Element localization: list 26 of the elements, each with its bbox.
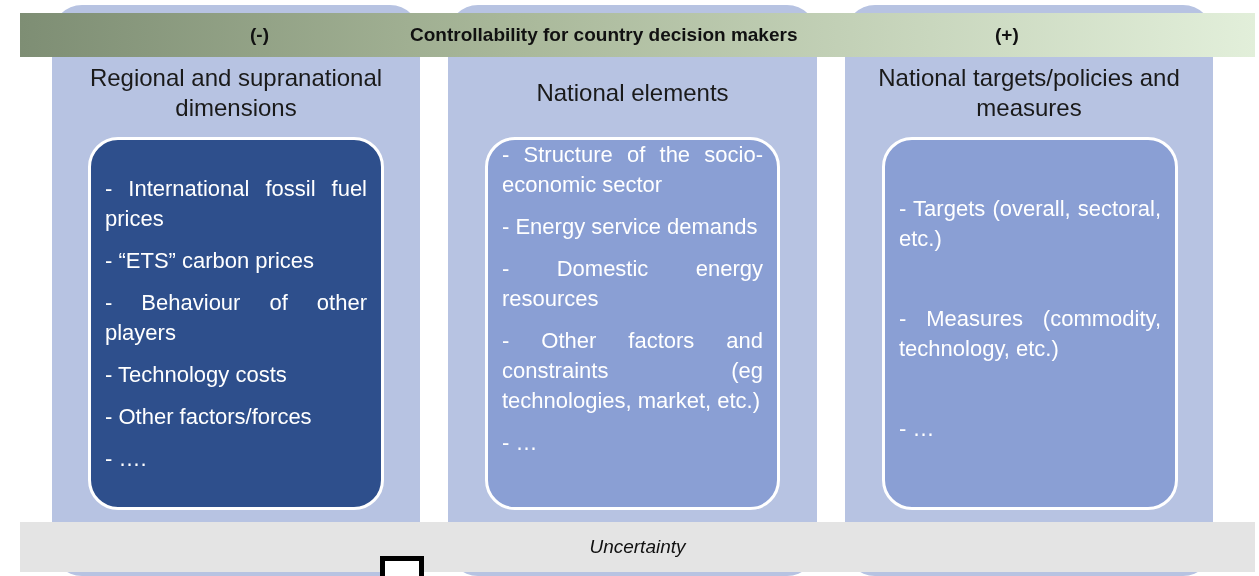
list-item: - Targets (overall, sectoral, etc.) (899, 195, 1161, 253)
column-heading: National elements (535, 78, 730, 108)
list-item: - “ETS” carbon prices (105, 247, 316, 275)
column-heading: Regional and supranational dimensions (88, 63, 384, 123)
list-item: - … (899, 415, 936, 443)
banner-sign: (+) (995, 24, 1019, 46)
list-box (88, 137, 384, 510)
list-item: - … (502, 429, 539, 457)
list-item: - …. (105, 445, 148, 473)
list-item: - Energy service demands (502, 213, 759, 241)
list-item: - Other factors/forces (105, 403, 313, 431)
list-item: - International fossil fuel prices (105, 175, 367, 233)
list-item: - Structure of the socio-economic sector (502, 141, 763, 199)
banner-sign: (-) (250, 24, 269, 46)
bar-label: Uncertainty (589, 536, 686, 558)
list-item: - Domestic energy resources (502, 255, 763, 313)
arrow-banner (20, 13, 1255, 57)
list-box (882, 137, 1178, 510)
list-box (485, 137, 780, 510)
uncertainty-bar (20, 522, 1255, 572)
list-item: - Technology costs (105, 361, 288, 389)
list-item: - Measures (commodity, technology, etc.) (899, 305, 1161, 363)
banner-title: Controllability for country decision makers (410, 24, 798, 46)
list-item: - Behaviour of other players (105, 289, 367, 347)
column-heading: National targets/policies and measures (877, 63, 1181, 123)
list-item: - Other factors and constraints (eg technologies, market, etc.) (502, 327, 763, 415)
